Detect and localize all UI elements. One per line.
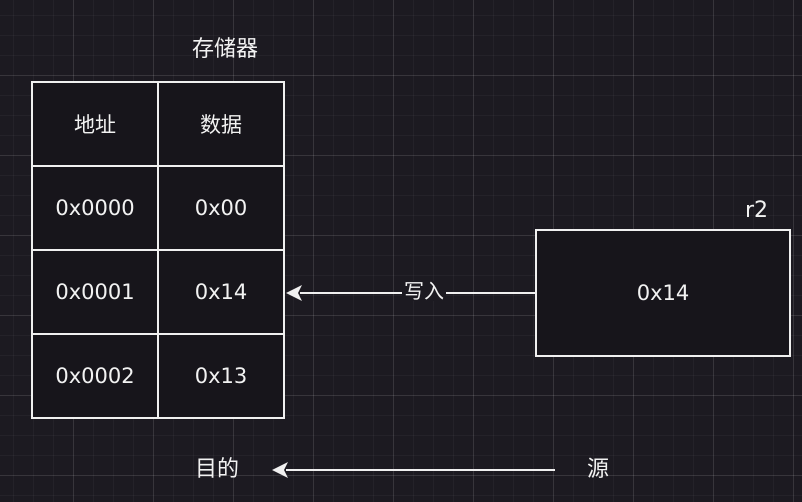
write-label: 写入 bbox=[402, 279, 446, 303]
memory-table: 地址 数据 0x0000 0x00 0x0001 0x14 0x0002 0x1… bbox=[31, 81, 285, 419]
data-cell: 0x13 bbox=[157, 333, 285, 419]
address-cell: 0x0001 bbox=[31, 249, 159, 335]
address-cell: 0x0000 bbox=[31, 165, 159, 251]
address-cell: 0x0002 bbox=[31, 333, 159, 419]
memory-row: 0x0000 0x00 bbox=[31, 165, 285, 251]
data-header: 数据 bbox=[157, 81, 285, 167]
address-header: 地址 bbox=[31, 81, 159, 167]
legend-arrow-head bbox=[272, 462, 288, 478]
data-cell: 0x14 bbox=[157, 249, 285, 335]
source-label: 源 bbox=[587, 457, 610, 482]
data-cell: 0x00 bbox=[157, 165, 285, 251]
memory-header-row: 地址 数据 bbox=[31, 81, 285, 167]
write-arrow-head bbox=[286, 285, 302, 301]
memory-title: 存储器 bbox=[192, 37, 259, 62]
memory-row: 0x0001 0x14 bbox=[31, 249, 285, 335]
register-value: 0x14 bbox=[636, 281, 690, 305]
memory-row: 0x0002 0x13 bbox=[31, 333, 285, 419]
destination-label: 目的 bbox=[195, 457, 240, 482]
register-name: r2 bbox=[745, 198, 769, 223]
register-box: 0x14 bbox=[535, 229, 791, 357]
